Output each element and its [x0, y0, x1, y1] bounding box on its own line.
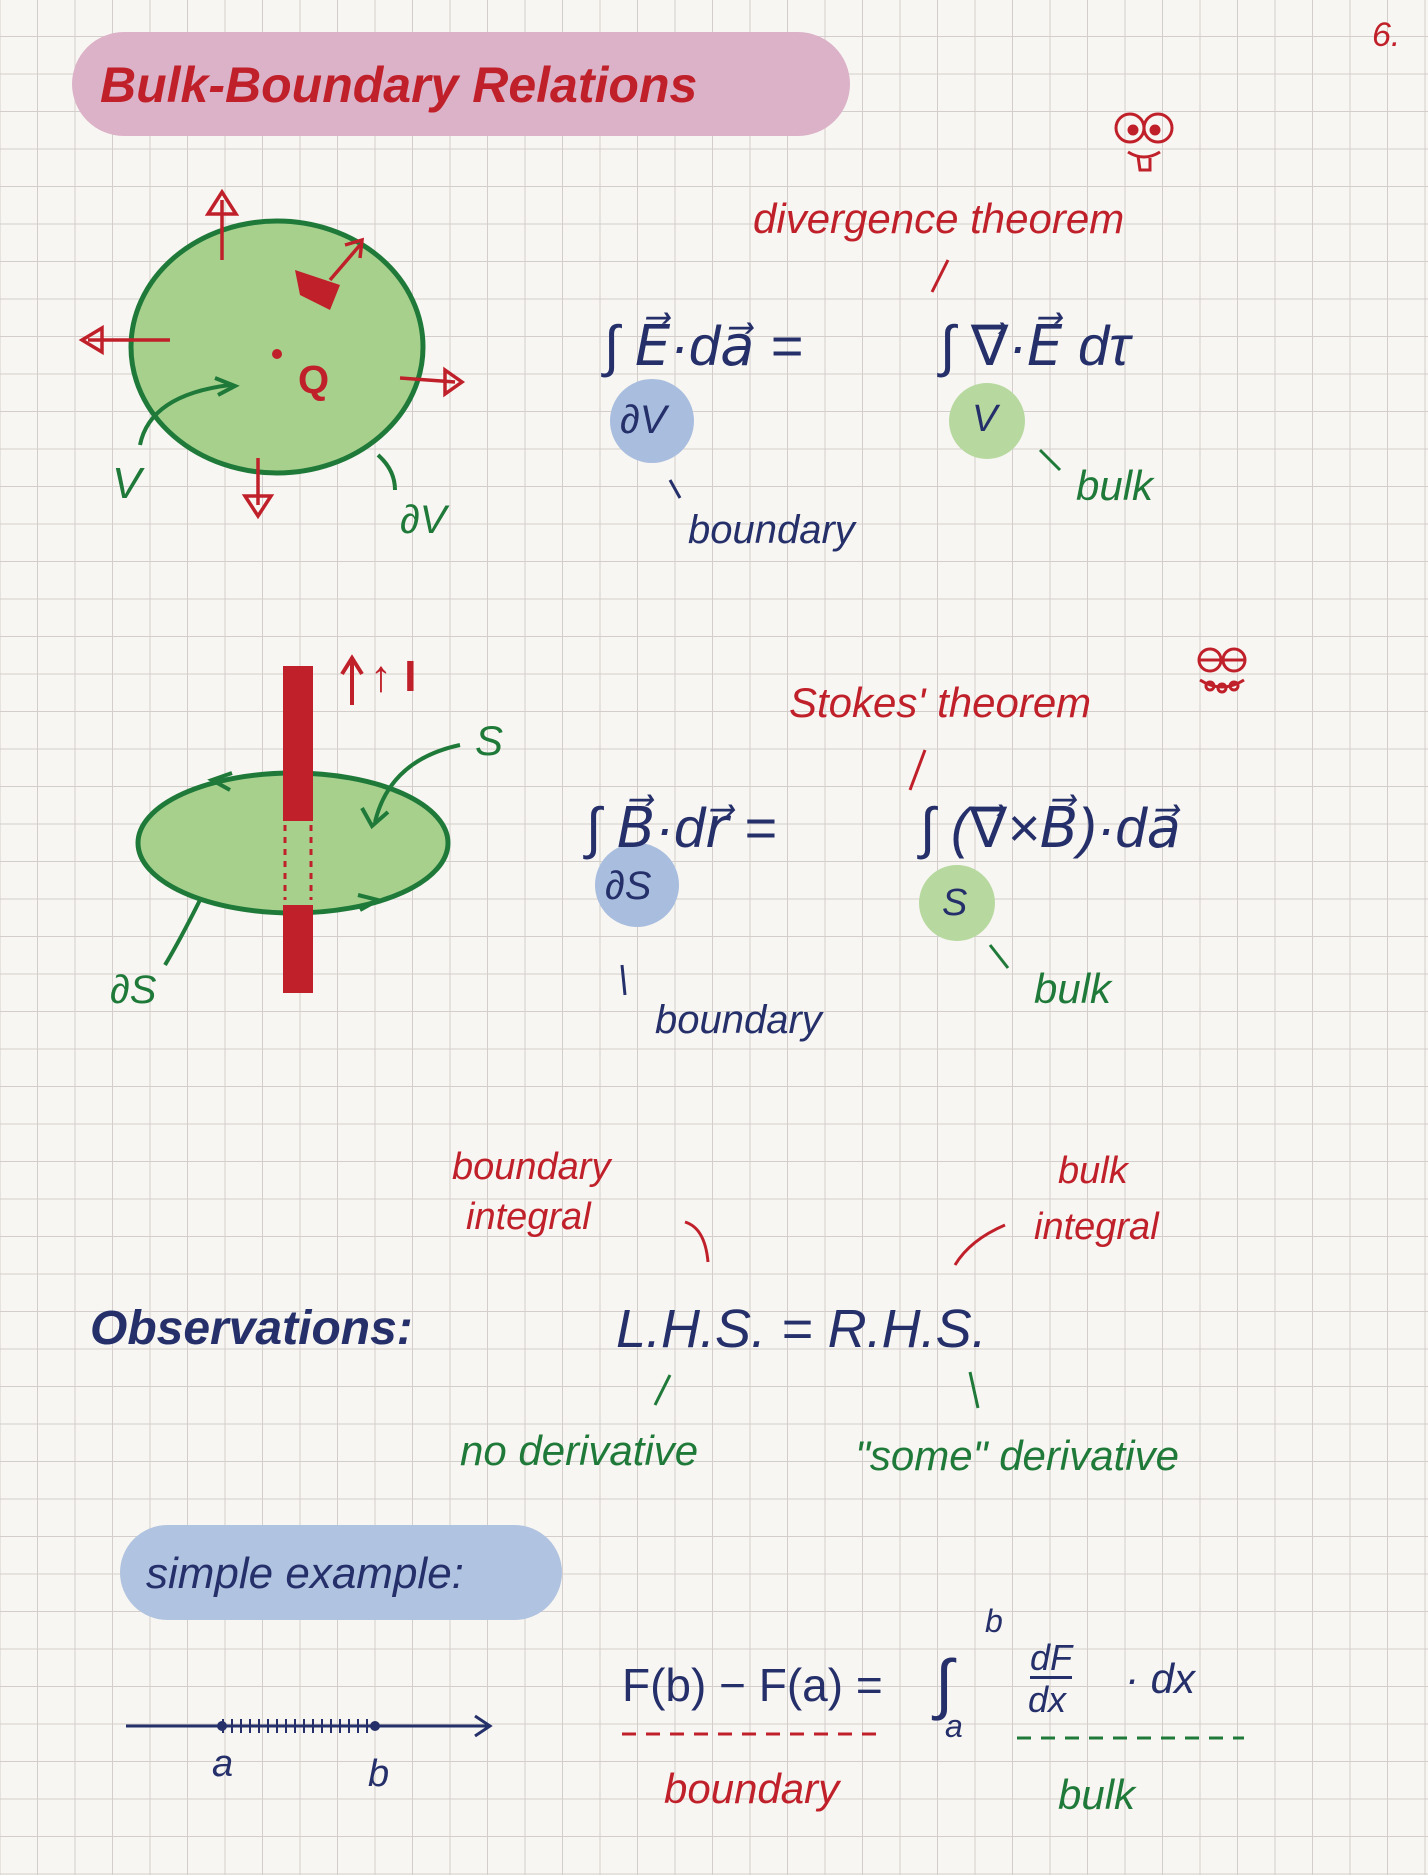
title-highlight [72, 32, 850, 136]
no-derivative-label: no derivative [460, 1427, 699, 1474]
lhs-equals-rhs: L.H.S. = R.H.S. [616, 1299, 987, 1359]
some-derivative-label: "some" derivative [855, 1432, 1179, 1479]
surface-s-label: S [475, 717, 504, 764]
page-title: Bulk-Boundary Relations [100, 57, 698, 113]
stokes-rhs-subscript: S [942, 882, 968, 924]
stokes-diagram [135, 654, 461, 993]
point-b-label: b [368, 1753, 390, 1795]
ftc-denominator: dx [1028, 1679, 1067, 1720]
observations-heading: Observations: [90, 1302, 413, 1355]
face-icon-2 [1197, 647, 1247, 694]
stokes-theorem-label: Stokes' theorem [789, 679, 1092, 726]
divergence-lhs-subscript: ∂V [620, 398, 667, 442]
ftc-upper-limit: b [985, 1603, 1003, 1639]
page-number: 6. [1372, 16, 1401, 54]
boundary-integral-line1: boundary [452, 1146, 611, 1188]
divergence-diagram [78, 188, 466, 520]
ftc-lhs: F(b) − F(a) = [622, 1659, 883, 1711]
divergence-lhs: ∫ E⃗·da⃗ = [604, 314, 803, 377]
bulk-integral-line1: bulk [1058, 1150, 1128, 1192]
boundary-label-3: boundary [664, 1765, 840, 1812]
highlight-circles [595, 379, 1025, 941]
divergence-rhs-subscript: V [972, 398, 998, 440]
boundary-label-2: boundary [655, 998, 822, 1042]
divergence-theorem-label: divergence theorem [753, 195, 1125, 242]
face-icon [1114, 112, 1174, 172]
boundary-integral-line2: integral [466, 1196, 591, 1238]
stokes-lhs-subscript: ∂S [605, 864, 652, 908]
volume-label: V [112, 459, 142, 508]
example-highlight [120, 1525, 562, 1620]
bulk-label-2: bulk [1034, 965, 1112, 1012]
current-label: ↑ I [370, 652, 417, 701]
charge-label: Q [298, 358, 330, 402]
pointer-ticks [620, 259, 1062, 1409]
surface-label: ∂V [400, 498, 447, 542]
bulk-label-1: bulk [1076, 462, 1154, 509]
boundary-label-1: boundary [688, 508, 855, 552]
bulk-integral-line2: integral [1034, 1206, 1159, 1248]
stokes-lhs: ∫ B⃗·dr⃗ = [586, 796, 777, 859]
boundary-curve-label: ∂S [110, 968, 157, 1012]
bulk-label-3: bulk [1058, 1771, 1136, 1818]
ftc-lower-limit: a [945, 1708, 963, 1744]
divergence-rhs: ∫ ∇⃗·E⃗ dτ [940, 314, 1131, 377]
ftc-integral-sign: ∫ [935, 1646, 954, 1720]
number-line [126, 1714, 493, 1738]
point-a-label: a [212, 1743, 234, 1785]
ftc-numerator: dF [1030, 1637, 1073, 1679]
stokes-rhs: ∫ (∇⃗×B⃗)·da⃗ [920, 796, 1181, 859]
ftc-tail: · dx [1125, 1655, 1196, 1702]
simple-example-heading: simple example: [146, 1549, 464, 1598]
